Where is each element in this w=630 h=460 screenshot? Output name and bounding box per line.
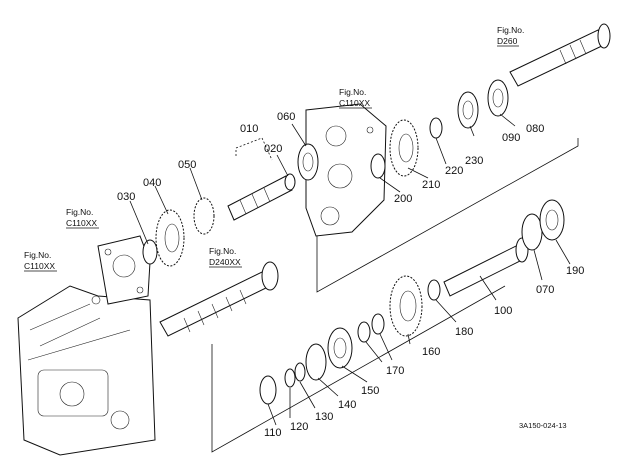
part-labels: 010 020 030 040 050 060 070 080 090 100 … xyxy=(117,111,584,439)
part-label-200: 200 xyxy=(394,193,412,205)
part-label-070: 070 xyxy=(536,284,554,296)
figure-ref-d260: Fig.No. D260 xyxy=(497,25,524,47)
figure-ref-title: Fig.No. xyxy=(497,25,524,35)
figure-ref-c110xx-left: Fig.No. C110XX xyxy=(24,250,57,272)
part-label-110: 110 xyxy=(264,427,282,439)
part-label-210: 210 xyxy=(422,179,440,191)
figure-ref-title: Fig.No. xyxy=(339,87,366,97)
part-label-020: 020 xyxy=(264,143,282,155)
transmission-case xyxy=(17,285,156,456)
part-label-050: 050 xyxy=(178,159,196,171)
part-label-150: 150 xyxy=(361,385,379,397)
figure-ref-c110xx-top: Fig.No. C110XX xyxy=(339,87,372,109)
part-label-130: 130 xyxy=(315,411,333,423)
mid-housing xyxy=(97,235,151,305)
drawing-code: 3A150-024-13 xyxy=(519,421,567,430)
output-shaft xyxy=(509,23,611,87)
figure-ref-code: D240XX xyxy=(209,257,241,267)
figure-references: Fig.No. D260 Fig.No. C110XX Fig.No. C110… xyxy=(24,25,524,272)
leader-lines xyxy=(129,113,571,426)
upper-gear-train xyxy=(142,79,509,267)
figure-ref-code: D260 xyxy=(497,36,518,46)
figure-ref-code: C110XX xyxy=(24,261,55,271)
part-label-040: 040 xyxy=(143,177,161,189)
part-label-120: 120 xyxy=(290,421,308,433)
lower-gear-train xyxy=(259,199,565,405)
part-label-100: 100 xyxy=(494,305,512,317)
part-label-230: 230 xyxy=(465,155,483,167)
figure-ref-title: Fig.No. xyxy=(24,250,51,260)
part-label-010: 010 xyxy=(240,123,258,135)
part-label-220: 220 xyxy=(445,165,463,177)
part-label-160: 160 xyxy=(422,346,440,358)
figure-ref-title: Fig.No. xyxy=(209,246,236,256)
figure-ref-code: C110XX xyxy=(66,218,97,228)
part-label-080: 080 xyxy=(526,123,544,135)
part-label-180: 180 xyxy=(455,326,473,338)
figure-ref-c110xx-mid: Fig.No. C110XX xyxy=(66,207,99,229)
figure-ref-d240xx: Fig.No. D240XX xyxy=(209,246,242,268)
part-label-170: 170 xyxy=(386,365,404,377)
bracket-010 xyxy=(235,137,273,161)
input-shaft xyxy=(159,261,279,337)
part-label-030: 030 xyxy=(117,191,135,203)
figure-ref-code: C110XX xyxy=(339,98,370,108)
part-label-060: 060 xyxy=(277,111,295,123)
figure-ref-title: Fig.No. xyxy=(66,207,93,217)
part-label-090: 090 xyxy=(502,132,520,144)
part-label-140: 140 xyxy=(338,399,356,411)
part-label-190: 190 xyxy=(566,265,584,277)
